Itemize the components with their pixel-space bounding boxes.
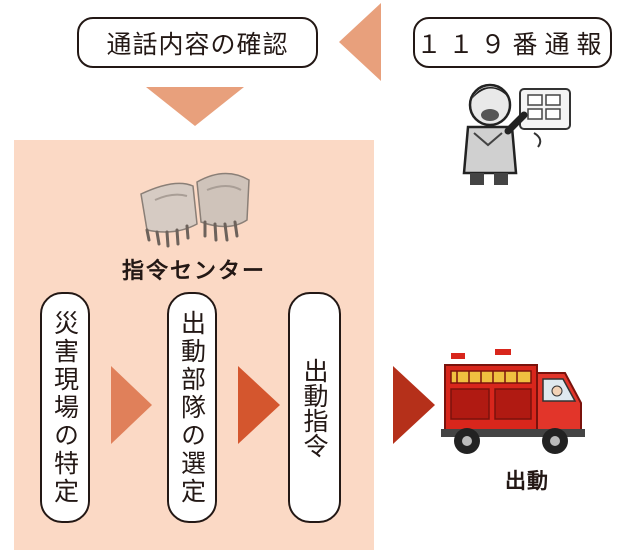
person-calling-illustration — [462, 83, 571, 185]
hands-typing-illustration — [140, 172, 250, 248]
command-center-label: 指令センター — [121, 259, 266, 284]
emergency-call-box: １１９番通報 — [413, 17, 612, 68]
step-select-units-box: 出動部隊の選定 — [167, 292, 217, 523]
dispatch-label: 出動 — [505, 469, 549, 493]
step-identify-site-box: 災害現場の特定 — [40, 292, 90, 523]
call-content-confirmation-label: 通話内容の確認 — [106, 29, 289, 59]
arrow-right-icon — [393, 366, 435, 444]
step-dispatch-order-label: 出動指令 — [300, 357, 329, 458]
arrow-down-icon — [146, 87, 244, 126]
step-identify-site-label: 災害現場の特定 — [50, 309, 80, 506]
step-dispatch-order-box: 出動指令 — [288, 292, 341, 523]
arrow-right-icon — [111, 366, 152, 444]
arrow-left-icon — [339, 3, 381, 81]
step-select-units-label: 出動部隊の選定 — [177, 309, 207, 506]
call-content-confirmation-box: 通話内容の確認 — [77, 17, 318, 68]
arrow-right-icon — [238, 366, 280, 444]
fire-truck-illustration — [441, 349, 585, 454]
emergency-call-label: １１９番通報 — [416, 29, 609, 59]
